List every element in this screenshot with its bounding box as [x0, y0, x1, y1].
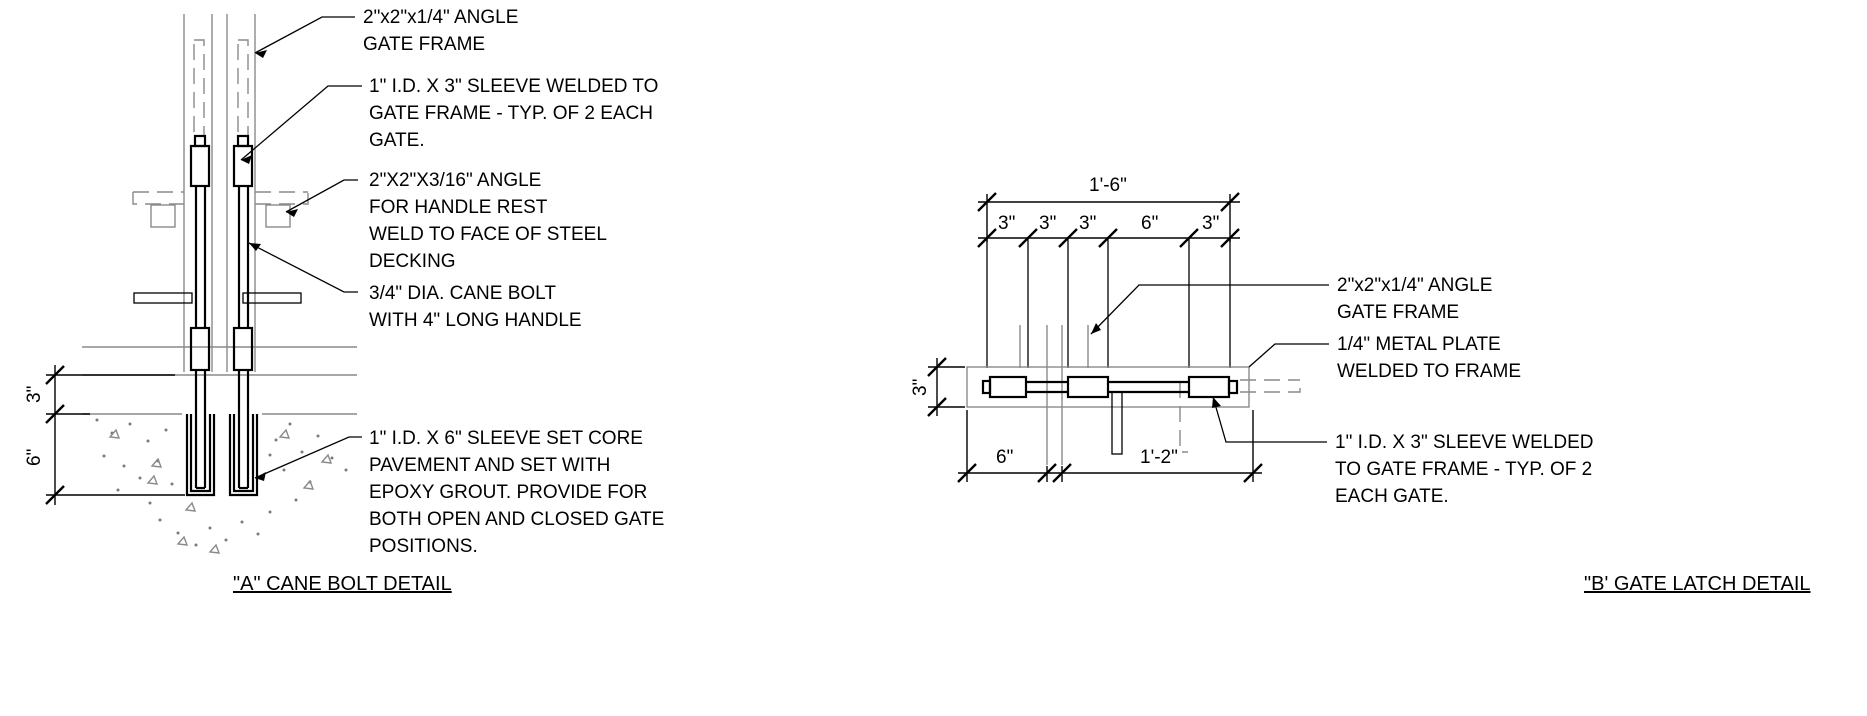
dim-seg-1: 3"	[998, 213, 1015, 234]
callout-a-3: 2"X2"X3/16" ANGLE FOR HANDLE REST WELD T…	[369, 170, 611, 272]
dimension-overall: 1'-6"	[977, 175, 1240, 242]
cane-bolt-left	[133, 134, 211, 490]
dimension-height: 3"	[910, 357, 965, 417]
concrete-hatch	[95, 418, 348, 554]
gate-frame-angles	[183, 14, 256, 372]
dim-6in-label: 6"	[24, 449, 45, 466]
dim-seg-2: 3"	[1039, 213, 1056, 234]
dimension-bottom: 6" 1'-2"	[957, 410, 1263, 483]
detail-b-title: "B' GATE LATCH DETAIL	[1584, 573, 1811, 595]
cane-bolt-right	[232, 134, 302, 490]
callout-a-5: 1" I.D. X 6" SLEEVE SET CORE PAVEMENT AN…	[369, 428, 670, 557]
core-sleeves	[185, 414, 259, 497]
dim-height-label: 3"	[910, 379, 931, 396]
callout-a-4: 3/4" DIA. CANE BOLT WITH 4" LONG HANDLE	[369, 283, 582, 331]
dimension-vertical: 3" 6"	[24, 365, 185, 505]
dim-bottom-right-label: 1'-2"	[1140, 447, 1178, 468]
callout-b-1: 2"x2"x1/4" ANGLE GATE FRAME	[1337, 275, 1498, 323]
dim-bottom-left-label: 6"	[996, 447, 1013, 468]
callout-a-2: 1" I.D. X 3" SLEEVE WELDED TO GATE FRAME…	[369, 76, 664, 151]
dim-3in-label: 3"	[24, 386, 45, 403]
dim-overall-label: 1'-6"	[1089, 175, 1127, 196]
dimension-segments: 3" 3" 3" 6" 3"	[977, 213, 1240, 368]
detail-a-title: "A" CANE BOLT DETAIL	[233, 573, 452, 595]
callout-b-3: 1" I.D. X 3" SLEEVE WELDED TO GATE FRAME…	[1335, 432, 1599, 507]
latch-gate-frame	[966, 325, 1301, 465]
leaders-a	[240, 16, 362, 481]
dim-seg-5: 3"	[1202, 213, 1219, 234]
latch-bolt	[981, 375, 1239, 455]
callout-b-2: 1/4" METAL PLATE WELDED TO FRAME	[1337, 334, 1521, 382]
dim-seg-4: 6"	[1141, 213, 1158, 234]
handle-rest-angles	[132, 191, 309, 228]
dim-seg-3: 3"	[1079, 213, 1096, 234]
leaders-b	[1090, 284, 1329, 443]
callout-a-1: 2"x2"x1/4" ANGLE GATE FRAME	[363, 7, 524, 55]
pavement-lines	[82, 346, 357, 415]
cane-bolt-detail: 3" 6" 2"x2"x1/4" ANGLE GATE FRAME 1" I.D…	[24, 7, 670, 595]
gate-latch-detail: 1'-6" 3" 3" 3" 6" 3"	[910, 175, 1811, 595]
